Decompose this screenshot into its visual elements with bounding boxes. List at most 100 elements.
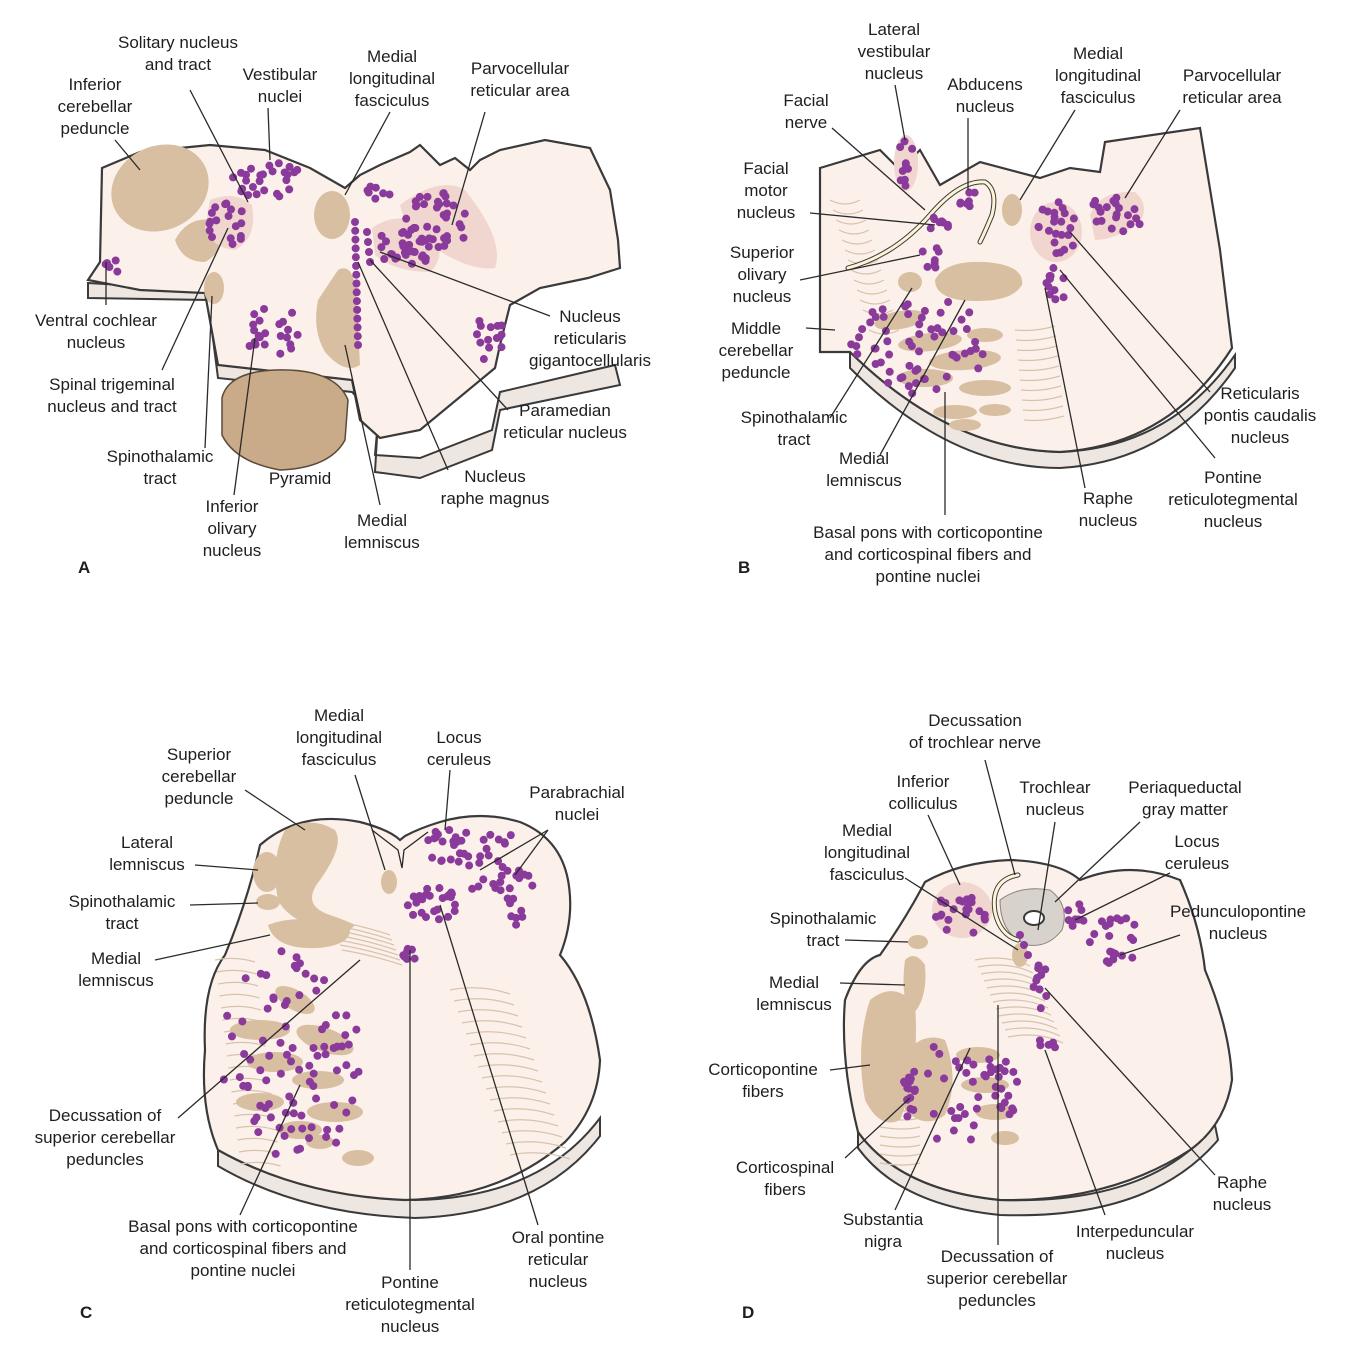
nucleus-dot: [351, 218, 359, 226]
nucleus-dot: [929, 1042, 938, 1051]
nucleus-dot: [936, 308, 945, 317]
nucleus-dot: [1064, 231, 1073, 240]
nucleus-dot: [1135, 220, 1144, 229]
nucleus-dot: [262, 971, 271, 980]
nucleus-dot: [353, 314, 362, 323]
nucleus-dot: [915, 330, 924, 339]
nucleus-dot: [1035, 1036, 1044, 1045]
nucleus-dot: [1034, 223, 1043, 232]
nucleus-dot: [439, 189, 448, 198]
fiber-stroke: [493, 1108, 555, 1116]
nucleus-dot: [258, 1036, 267, 1045]
nucleus-dot: [260, 186, 269, 195]
nucleus-dot: [446, 855, 455, 864]
nucleus-dot: [854, 333, 863, 342]
nucleus-dot: [1049, 1038, 1058, 1047]
nucleus-dot: [341, 1031, 350, 1040]
nucleus-dot: [371, 183, 380, 192]
nucleus-dot: [409, 892, 418, 901]
nucleus-dot: [332, 1138, 341, 1147]
fiber-stroke: [1017, 355, 1059, 362]
fiber-stroke: [220, 1005, 262, 1011]
nucleus-dot: [421, 236, 430, 245]
nucleus-dot: [428, 853, 437, 862]
fiber-stroke: [998, 1013, 1055, 1023]
nucleus-dot: [282, 1050, 291, 1059]
nucleus-dot: [479, 875, 488, 884]
nucleus-dot: [942, 372, 951, 381]
nucleus-dot: [528, 881, 537, 890]
nucleus-dot: [353, 332, 362, 341]
nucleus-dot: [255, 316, 264, 325]
nucleus-dot: [450, 900, 459, 909]
nucleus-dot: [932, 385, 941, 394]
nucleus-dot: [963, 199, 972, 208]
nucleus-dot: [297, 1111, 306, 1120]
nucleus-dot: [111, 256, 120, 265]
nucleus-dot: [286, 340, 295, 349]
nucleus-dot: [284, 325, 293, 334]
nucleus-dot: [970, 188, 979, 197]
nucleus-dot: [331, 1011, 340, 1020]
nucleus-dot: [1057, 217, 1066, 226]
nucleus-dot: [438, 837, 447, 846]
nucleus-dot: [929, 1109, 938, 1118]
fiber-stroke: [879, 1135, 921, 1139]
nucleus-dot: [442, 213, 451, 222]
nucleus-dot: [520, 870, 529, 879]
nucleus-dot: [1075, 900, 1084, 909]
nucleus-dot: [1009, 1106, 1018, 1115]
nucleus-dot: [868, 308, 877, 317]
nucleus-dot: [479, 835, 488, 844]
nucleus-dot: [305, 1134, 314, 1143]
nucleus-dot: [449, 201, 458, 210]
nucleus-dot: [957, 315, 966, 324]
nucleus-dot: [229, 173, 238, 182]
nucleus-dot: [212, 216, 221, 225]
nucleus-dot: [265, 1051, 274, 1060]
nucleus-dot: [969, 1060, 978, 1069]
nucleus-dot: [497, 343, 506, 352]
nucleus-dot: [256, 1101, 265, 1110]
fiber-stroke: [859, 299, 891, 305]
panel-b-letter: B: [738, 558, 750, 577]
nucleus-dot: [1112, 193, 1121, 202]
panel-d-letter: D: [742, 1303, 754, 1322]
nucleus-dot: [929, 213, 938, 222]
nucleus-dot: [1104, 958, 1113, 967]
nucleus-dot: [1068, 921, 1077, 930]
nucleus-dot: [969, 928, 978, 937]
nucleus-dot: [377, 231, 386, 240]
nucleus-dot: [1128, 953, 1137, 962]
nucleus-dot: [885, 350, 894, 359]
nucleus-dot: [994, 1072, 1003, 1081]
medial-lemniscus-b-shape: [935, 261, 1023, 301]
nucleus-dot: [401, 250, 410, 259]
nucleus-dot: [971, 337, 980, 346]
nucleus-dot: [460, 849, 469, 858]
nucleus-dot: [205, 219, 214, 228]
nucleus-dot: [465, 861, 474, 870]
nucleus-dot: [1130, 920, 1139, 929]
nucleus-dot: [228, 240, 237, 249]
fiber-stroke: [1001, 1020, 1058, 1030]
medial-lemniscus-c-shape: [268, 919, 351, 949]
mlf-a-shape: [314, 191, 350, 239]
nucleus-dot: [498, 863, 507, 872]
nucleus-dot: [938, 328, 947, 337]
nucleus-dot: [1066, 224, 1075, 233]
nucleus-dot: [434, 915, 443, 924]
nucleus-dot: [269, 995, 278, 1004]
